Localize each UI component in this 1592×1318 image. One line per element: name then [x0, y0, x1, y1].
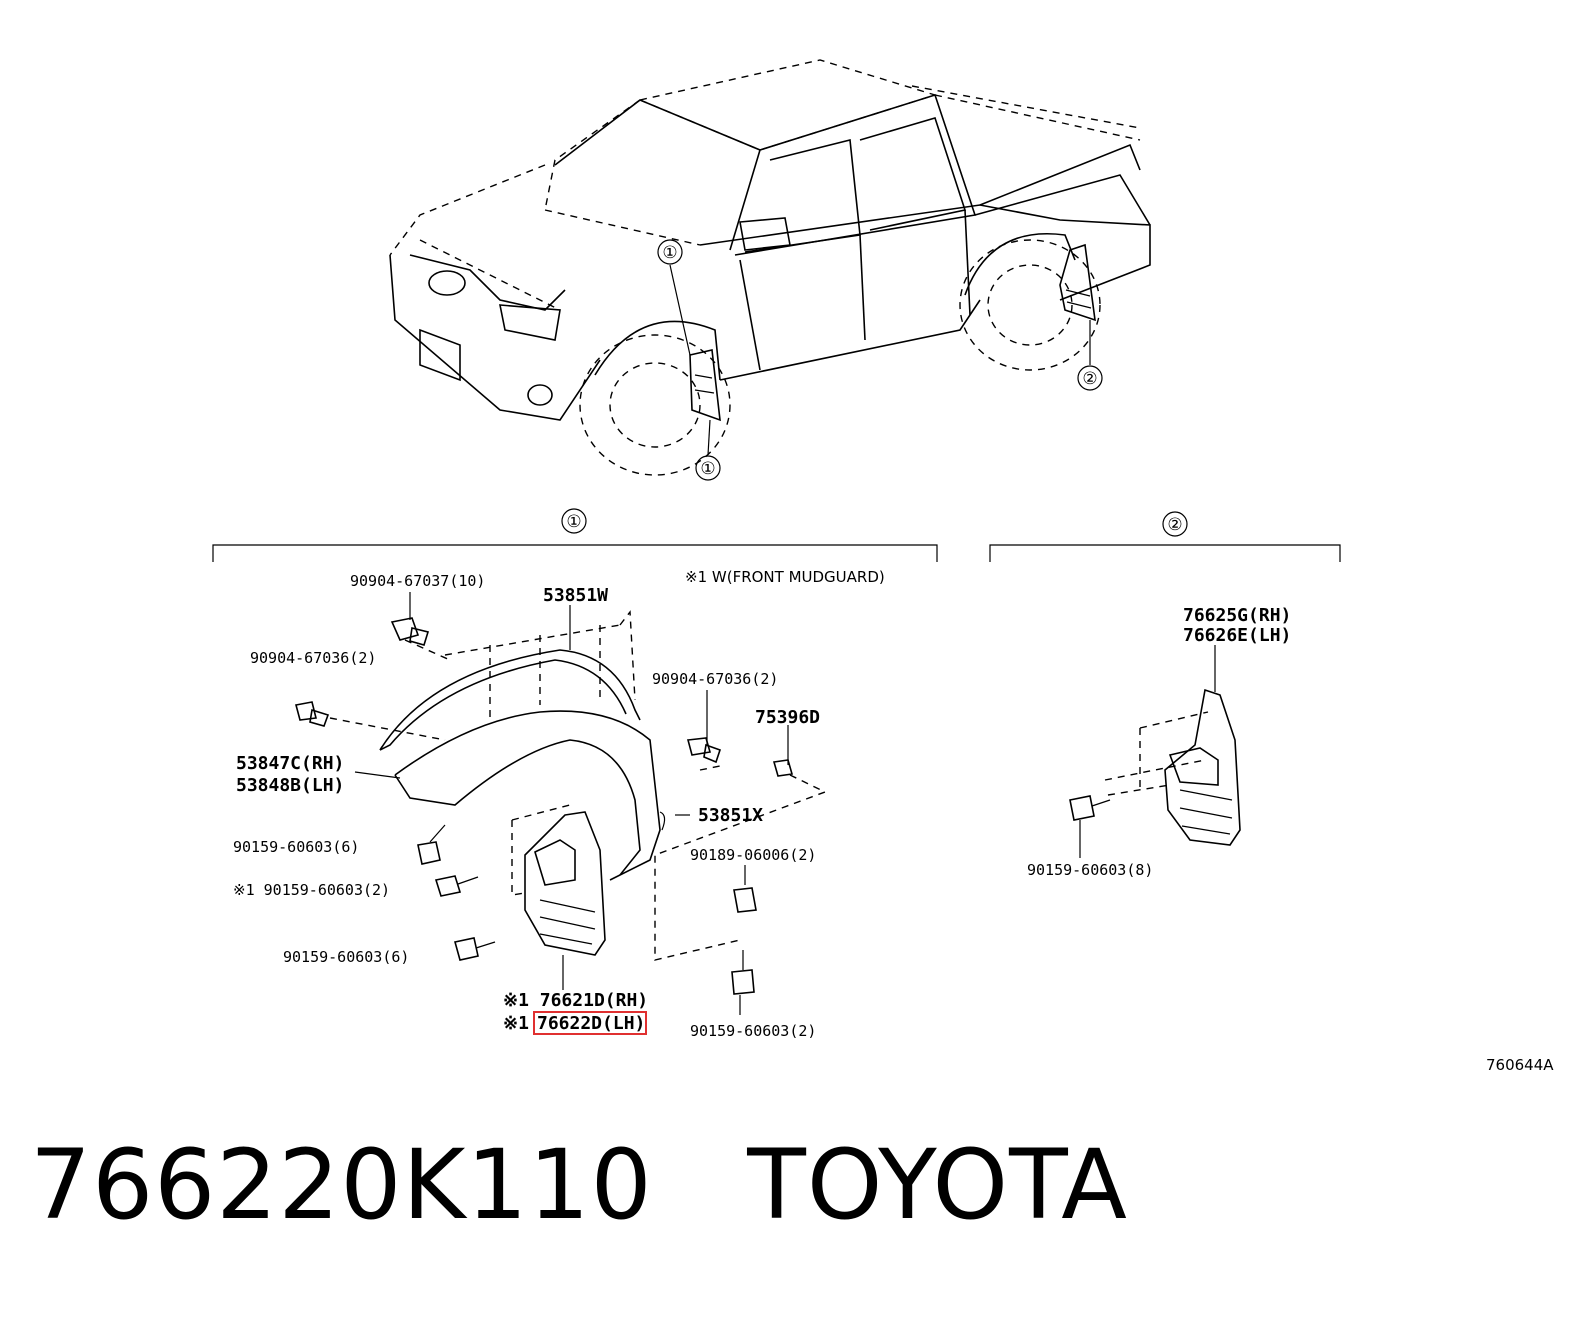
label-76625g-rh: 76625G(RH)	[1183, 605, 1291, 626]
diagram-code: 760644A	[1486, 1056, 1554, 1074]
nut-icon	[733, 887, 757, 913]
callout-1-top-circle	[657, 239, 683, 265]
label-90159-60603-c: 90159-60603(6)	[283, 948, 409, 966]
clip-53851x-icon	[659, 811, 666, 831]
label-76626e-lh: 76626E(LH)	[1183, 625, 1291, 646]
callout-1-bottom-circle	[695, 455, 721, 481]
highlight-76622d	[533, 1011, 647, 1035]
screw-icon	[454, 937, 496, 961]
label-90904-67036-left: 90904-67036(2)	[250, 649, 376, 667]
label-53851w: 53851W	[543, 585, 608, 606]
callout-1-top: ①	[662, 243, 677, 263]
callout-2-truck: ②	[1082, 369, 1097, 389]
label-53848b-lh: 53848B(LH)	[236, 775, 344, 796]
label-53847c-rh: 53847C(RH)	[236, 753, 344, 774]
section-1-label: ①	[566, 512, 581, 532]
label-90159-60603-rear: 90159-60603(8)	[1027, 861, 1153, 879]
rear-mudguard-assembly	[1069, 645, 1241, 858]
label-53851x: 53851X	[698, 805, 763, 826]
clip-icon	[772, 759, 794, 777]
screw-icon	[731, 950, 755, 995]
clip-icon	[390, 617, 430, 646]
clip-icon	[686, 737, 722, 764]
truck-illustration	[389, 59, 1151, 476]
label-90159-60603-b: ※1 90159-60603(2)	[233, 881, 390, 899]
label-76622d-mark: ※1	[503, 1013, 529, 1034]
label-90159-60603-d: 90159-60603(2)	[690, 1022, 816, 1040]
screw-icon	[434, 875, 479, 897]
screw-icon	[1069, 795, 1111, 821]
front-mudguard-note: ※1 W(FRONT MUDGUARD)	[685, 568, 885, 586]
section-brackets	[212, 508, 1341, 562]
footer-gap	[653, 1129, 748, 1241]
label-76621d-rh: ※1 76621D(RH)	[503, 990, 648, 1011]
label-90904-67036-right: 90904-67036(2)	[652, 670, 778, 688]
label-90904-67037: 90904-67037(10)	[350, 572, 485, 590]
section-2-label: ②	[1167, 515, 1182, 535]
footer-brand: TOYOTA	[747, 1129, 1128, 1241]
callout-2-truck-circle	[1077, 365, 1103, 391]
front-fasteners	[295, 617, 794, 995]
footer-title: 766220K110 TOYOTA	[30, 1130, 1128, 1240]
label-90159-60603-a: 90159-60603(6)	[233, 838, 359, 856]
front-fender-assembly	[329, 592, 827, 1015]
label-90189-06006: 90189-06006(2)	[690, 846, 816, 864]
callout-1-bottom: ①	[700, 459, 715, 479]
clip-icon	[295, 701, 330, 727]
label-76622d-lh: 76622D(LH)	[537, 1013, 645, 1034]
label-75396d: 75396D	[755, 707, 820, 728]
footer-part-number: 766220K110	[30, 1129, 653, 1241]
screw-icon	[417, 824, 446, 865]
